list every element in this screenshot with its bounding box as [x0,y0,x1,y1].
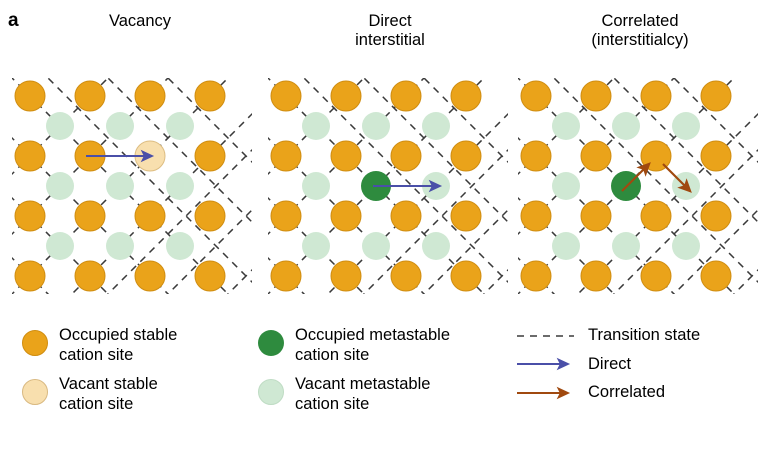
occupied-stable-swatch [22,330,48,356]
vacant-stable-swatch [22,379,48,405]
lattice-panel-direct-interstitial [268,78,508,294]
transition-state-swatch [516,328,578,344]
legend-entry-occupied-stable: Occupied stable cation site [22,326,252,365]
legend-label-direct: Direct [588,354,632,373]
legend-entry-correlated: Correlated [516,383,780,403]
legend-label-correlated: Correlated [588,383,666,401]
panel-title-direct-interstitial: Direct interstitial [355,12,425,49]
occupied-metastable-swatch [258,330,284,356]
stable-sites [270,80,482,292]
legend-entry-direct: Direct [516,355,780,375]
panel-title-vacancy: Vacancy [108,12,172,30]
legend-entry-vacant-stable: Vacant stable cation site [22,375,252,414]
legend-column-stable: Occupied stable cation site Vacant stabl… [22,326,252,424]
metastable-sites [302,112,450,260]
panel-title-correlated-interstitialcy: Correlated (interstitialcy) [591,12,689,49]
direct-arrow-swatch [516,356,578,372]
legend-label-transition-state: Transition state [588,326,701,344]
lattice-panel-vacancy [12,78,252,294]
correlated-arrow-displace [662,163,692,193]
correlated-arrow-swatch [516,385,578,401]
legend-label-occupied-metastable: Occupied metastable cation site [295,326,451,364]
correlated-arrow-push [621,162,651,192]
legend-entry-vacant-metastable: Vacant metastable cation site [258,375,508,414]
legend-label-vacant-stable: Vacant stable cation site [59,375,158,413]
legend-column-metastable: Occupied metastable cation site Vacant m… [258,326,508,424]
legend-column-symbols: Transition state Direct [516,326,780,412]
legend-label-vacant-metastable: Vacant metastable cation site [295,375,431,413]
legend-label-occupied-stable: Occupied stable cation site [59,326,178,364]
metastable-sites [46,112,194,260]
vacant-metastable-swatch [258,379,284,405]
legend-entry-transition-state: Transition state [516,326,780,346]
stable-sites [14,80,226,292]
panel-letter-a: a [8,10,19,31]
lattice-panel-correlated-interstitialcy [518,78,758,294]
stable-sites [520,80,732,292]
legend-entry-occupied-metastable: Occupied metastable cation site [258,326,508,365]
legend: Occupied stable cation site Vacant stabl… [0,326,780,454]
